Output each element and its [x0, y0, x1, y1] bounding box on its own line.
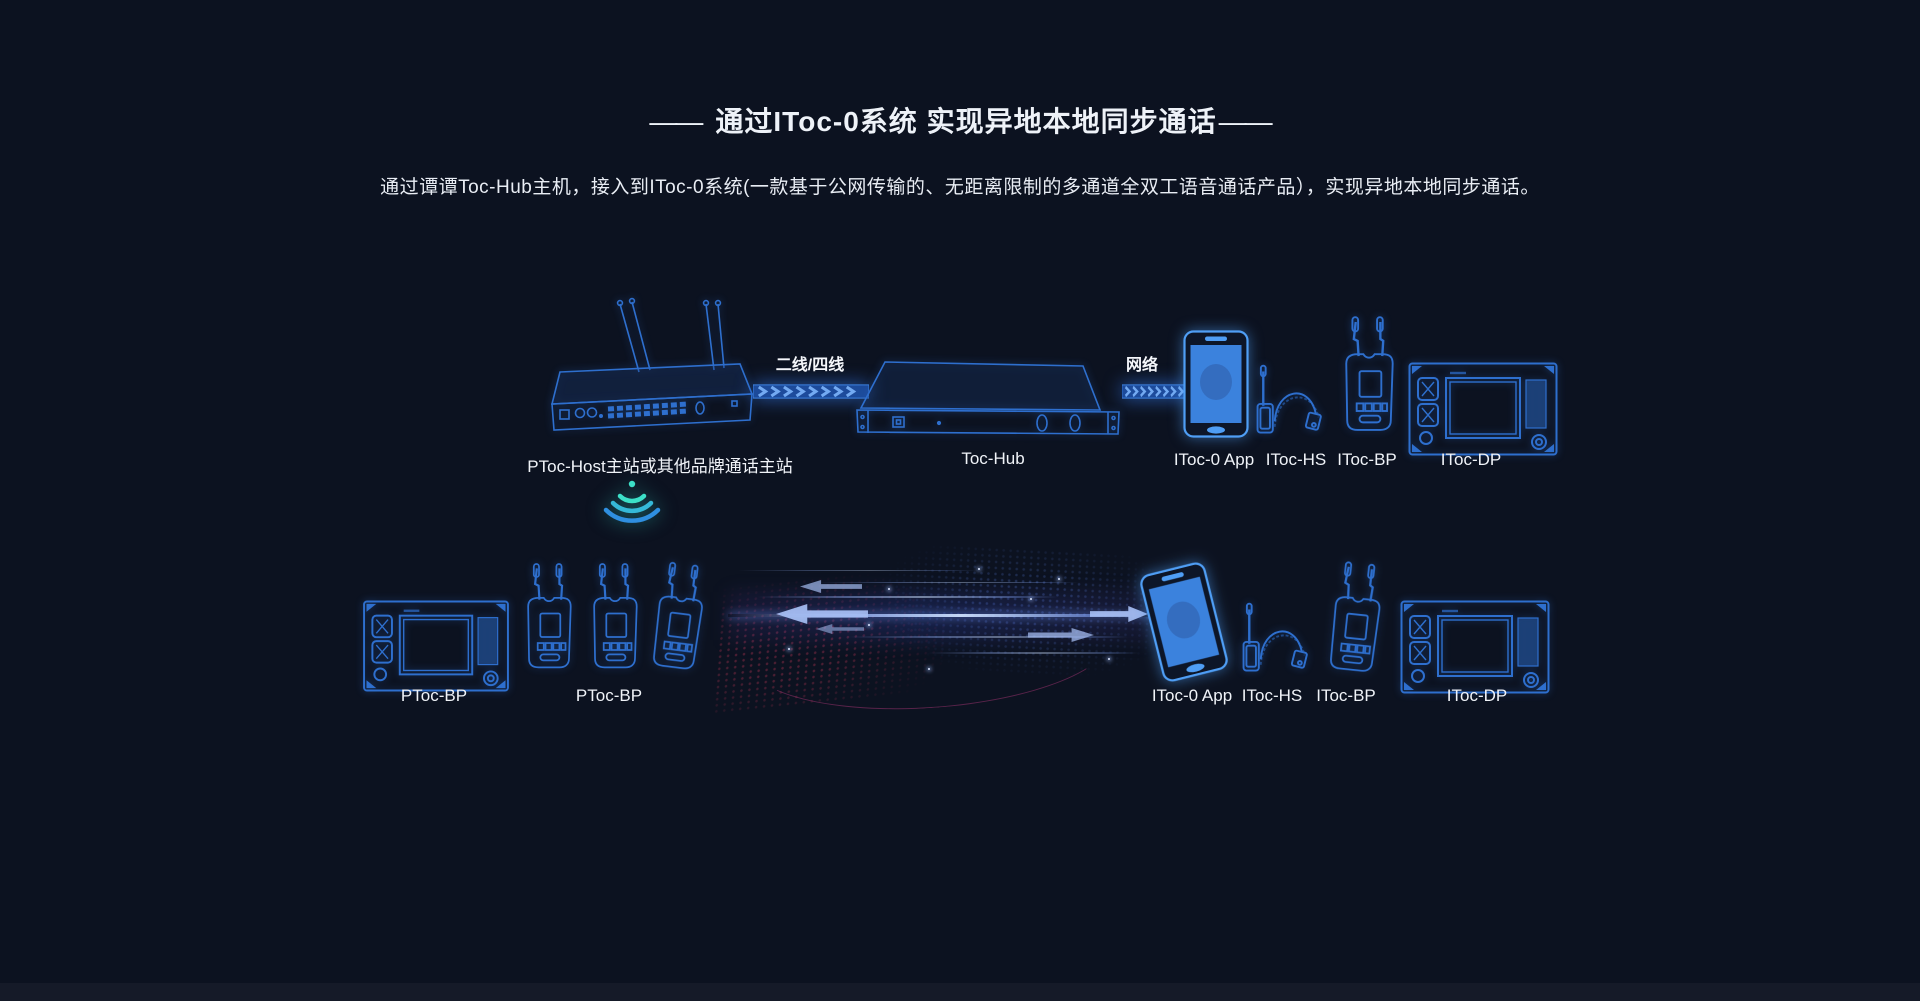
arrow-left-icon: [816, 624, 864, 634]
hub-rack-wireframe-icon: [856, 361, 1120, 435]
desktop-panel-wireframe-icon: [363, 600, 509, 692]
label-itoc-dp-bottom: IToc-DP: [1446, 686, 1508, 705]
network-link-label: 网络: [1125, 357, 1159, 374]
desktop-panel-wireframe-icon: [1408, 362, 1558, 456]
wifi-signal-icon: [603, 480, 661, 523]
label-toc-hub: Toc-Hub: [961, 449, 1025, 468]
itoc-hs-headset-top: [1250, 360, 1330, 444]
headset-wireframe-icon: [1256, 364, 1322, 434]
label-itoc-hs-top: IToc-HS: [1265, 450, 1327, 469]
title-dash-left: ——: [649, 106, 703, 137]
smartphone-icon: [1140, 562, 1228, 682]
beltpack-wireframe-icon: [527, 563, 572, 669]
ptoc-bp-beltpack-1: [516, 556, 582, 678]
wire-link-chevrons: [753, 383, 869, 400]
label-ptoc-bp-panel: PToc-BP: [400, 686, 468, 705]
title-dash-right: ——: [1218, 106, 1273, 137]
itoc-hs-headset-bottom: [1236, 598, 1316, 682]
itoc-bp-beltpack-bottom: [1316, 553, 1397, 683]
beltpack-wireframe-icon: [1330, 561, 1381, 672]
light-streak-main: [728, 614, 1152, 617]
itoc-dp-panel-bottom: [1400, 600, 1550, 694]
ptoc-bp-beltpack-2: [582, 556, 648, 678]
label-itoc-bp-top: IToc-BP: [1337, 450, 1397, 469]
headset-wireframe-icon: [1242, 602, 1308, 672]
itoc0-app-phone-top: [1183, 330, 1249, 438]
page-title: ——通过IToc-0系统 实现异地本地同步通话——: [0, 100, 1920, 140]
beltpack-wireframe-icon: [593, 563, 638, 669]
label-itoc-hs-bottom: IToc-HS: [1241, 686, 1303, 705]
light-streak: [758, 596, 1058, 598]
itoc-bp-beltpack-top: [1333, 310, 1405, 440]
wifi-signal-indicator: [596, 477, 668, 539]
section-description: 通过谭谭Toc-Hub主机，接入到IToc-0系统(一款基于公网传输的、无距离限…: [380, 177, 1540, 198]
wire-link-label: 二线/四线: [775, 357, 845, 374]
itoc0-app-phone-bottom: [1137, 559, 1230, 684]
beltpack-wireframe-icon: [653, 561, 703, 670]
ptoc-bp-beltpack-3: [639, 552, 719, 681]
light-streak: [738, 570, 978, 571]
smartphone-icon: [1183, 330, 1249, 438]
label-itoc-bp-bottom: IToc-BP: [1316, 686, 1376, 705]
toc-hub-device: [856, 358, 1130, 446]
label-ptoc-bp-beltpacks: PToc-BP: [575, 686, 643, 705]
title-text: 通过IToc-0系统 实现异地本地同步通话: [715, 106, 1217, 137]
ptoc-host-device: [540, 292, 768, 440]
label-itoc-dp-top: IToc-DP: [1440, 450, 1502, 469]
network-link-chevrons: [1122, 383, 1192, 400]
bottom-section-strip: [0, 983, 1920, 1001]
label-itoc0-app-top: IToc-0 App: [1173, 450, 1255, 469]
host-station-wireframe-icon: [550, 297, 754, 431]
light-streak: [928, 652, 1138, 654]
light-streak: [848, 636, 1128, 638]
chevron-flow-icon: [753, 384, 869, 399]
label-itoc0-app-bottom: IToc-0 App: [1151, 686, 1233, 705]
light-streak: [818, 582, 1078, 583]
chevron-flow-icon: [1122, 384, 1192, 399]
desktop-panel-wireframe-icon: [1400, 600, 1550, 694]
beltpack-wireframe-icon: [1345, 316, 1394, 431]
data-stream-effect: [712, 540, 1156, 721]
label-ptoc-host: PToc-Host主站或其他品牌通话主站: [527, 457, 793, 476]
ptoc-bp-panel: [362, 600, 510, 692]
itoc-dp-panel-top: [1408, 362, 1558, 456]
